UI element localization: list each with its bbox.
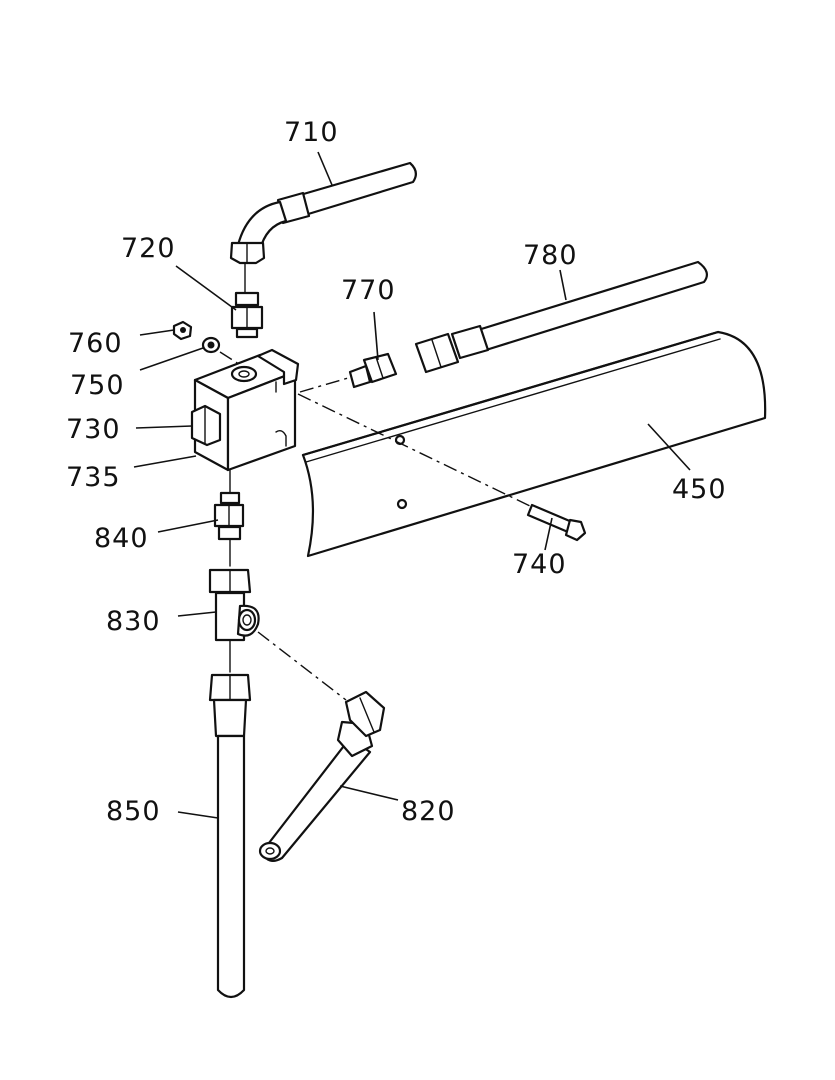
part-740-bolt xyxy=(526,503,587,542)
reference-labels: 710 720 780 770 760 750 730 735 450 840 … xyxy=(66,117,727,827)
part-750-washer xyxy=(201,336,221,354)
part-770-adapter xyxy=(348,352,398,389)
center-lines xyxy=(219,351,531,701)
label-850: 850 xyxy=(106,796,161,827)
part-735-valve-block xyxy=(193,348,300,472)
label-760: 760 xyxy=(68,328,123,359)
part-720-nipple-fitting xyxy=(230,263,264,339)
part-710-elbow-hose xyxy=(229,161,417,265)
label-730: 730 xyxy=(66,414,121,445)
part-830-tee-fitting xyxy=(208,568,260,673)
label-830: 830 xyxy=(106,606,161,637)
label-710: 710 xyxy=(284,117,339,148)
part-850-hose xyxy=(208,673,252,999)
label-780: 780 xyxy=(523,240,578,271)
leader-lines xyxy=(133,151,691,819)
label-740: 740 xyxy=(512,549,567,580)
label-750: 750 xyxy=(70,370,125,401)
label-770: 770 xyxy=(341,275,396,306)
label-450: 450 xyxy=(672,474,727,505)
part-760-nut xyxy=(172,320,193,341)
part-780-hose xyxy=(414,260,708,374)
part-730-plug xyxy=(190,404,222,447)
label-840: 840 xyxy=(94,523,149,554)
label-735: 735 xyxy=(66,462,121,493)
label-820: 820 xyxy=(401,796,456,827)
label-720: 720 xyxy=(121,233,176,264)
part-820-elbow-hose xyxy=(258,690,386,863)
part-840-nipple-fitting xyxy=(213,469,245,567)
